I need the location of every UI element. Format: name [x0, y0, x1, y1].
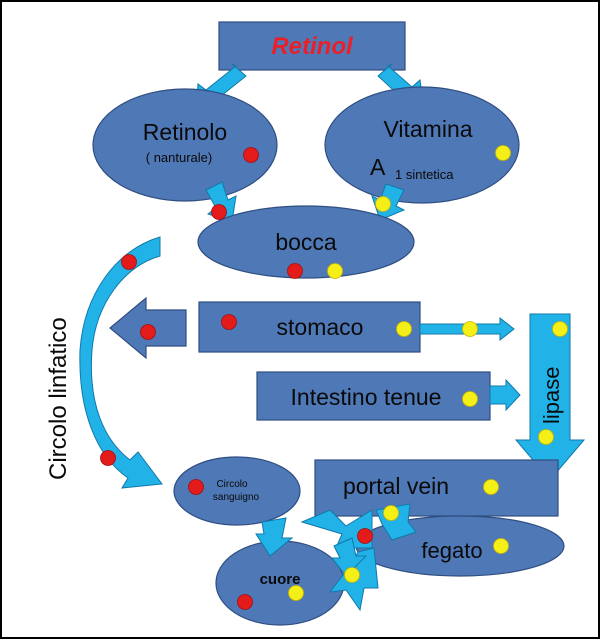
yellow-dot-stomaco-arrow — [462, 321, 478, 337]
vitamina-sub: 1 sintetica — [395, 167, 454, 182]
red-dot-retinolo-arrow — [211, 204, 227, 220]
red-dot-linfatico-bottom — [100, 450, 116, 466]
red-dot-retinolo — [243, 147, 259, 163]
yellow-dot-cuore — [288, 585, 304, 601]
cuore-label: cuore — [260, 571, 301, 588]
yellow-dot-portal-arrow — [383, 505, 399, 521]
portal-vein-label: portal vein — [343, 473, 449, 499]
yellow-dot-vitamina-arrow — [375, 196, 391, 212]
red-dot-cuore — [237, 594, 253, 610]
red-dot-linfatico-top — [121, 254, 137, 270]
arrow-intestino-to-lipase — [489, 378, 521, 412]
yellow-dot-intestino — [462, 391, 478, 407]
circolo-sanguigno-line2: sanguigno — [213, 492, 260, 503]
title-text: Retinol — [271, 33, 354, 60]
bocca-oval — [197, 205, 415, 279]
arrow-sanguigno-to-portal — [300, 509, 373, 549]
red-dot-stomaco-arrow — [140, 324, 156, 340]
arrow-circolo-linfatico — [79, 236, 163, 489]
vitamina-label-line2: A — [370, 154, 386, 180]
arrow-cuore-to-sanguigno — [330, 537, 368, 577]
red-dot-sanguigno — [188, 479, 204, 495]
retinolo-sub: ( nanturale) — [146, 150, 212, 165]
lipase-arrow — [514, 313, 586, 481]
yellow-dot-lipase-top — [552, 321, 568, 337]
yellow-dot-fegato-arrow — [344, 567, 360, 583]
yellow-dot-stomaco — [396, 321, 412, 337]
retinolo-label: Retinolo — [143, 119, 227, 145]
vitamina-oval — [324, 86, 520, 204]
stomaco-box — [198, 301, 421, 353]
arrow-sanguigno-to-cuore — [255, 517, 294, 557]
circolo-sanguigno-oval — [173, 456, 301, 526]
circolo-linfatico-label: Circolo linfatico — [45, 317, 72, 480]
intestino-label: Intestino tenue — [291, 384, 442, 410]
fegato-label: fegato — [421, 538, 482, 563]
stomaco-label: stomaco — [277, 314, 364, 340]
yellow-dot-vitamina — [495, 145, 511, 161]
yellow-dot-lipase-bottom — [538, 429, 554, 445]
retinolo-oval — [92, 88, 278, 202]
yellow-dot-bocca — [327, 263, 343, 279]
vitamina-label-line1: Vitamina — [383, 116, 472, 142]
red-dot-bocca — [287, 263, 303, 279]
circolo-sanguigno-line1: Circolo — [216, 479, 248, 490]
red-dot-stomaco — [221, 314, 237, 330]
lipase-label: lipase — [539, 367, 564, 424]
portal-vein-box — [314, 459, 559, 517]
red-dot-portal-junction — [357, 528, 373, 544]
yellow-dot-fegato — [493, 538, 509, 554]
yellow-dot-portal — [483, 479, 499, 495]
title-box — [218, 21, 406, 71]
bocca-label: bocca — [275, 229, 337, 255]
